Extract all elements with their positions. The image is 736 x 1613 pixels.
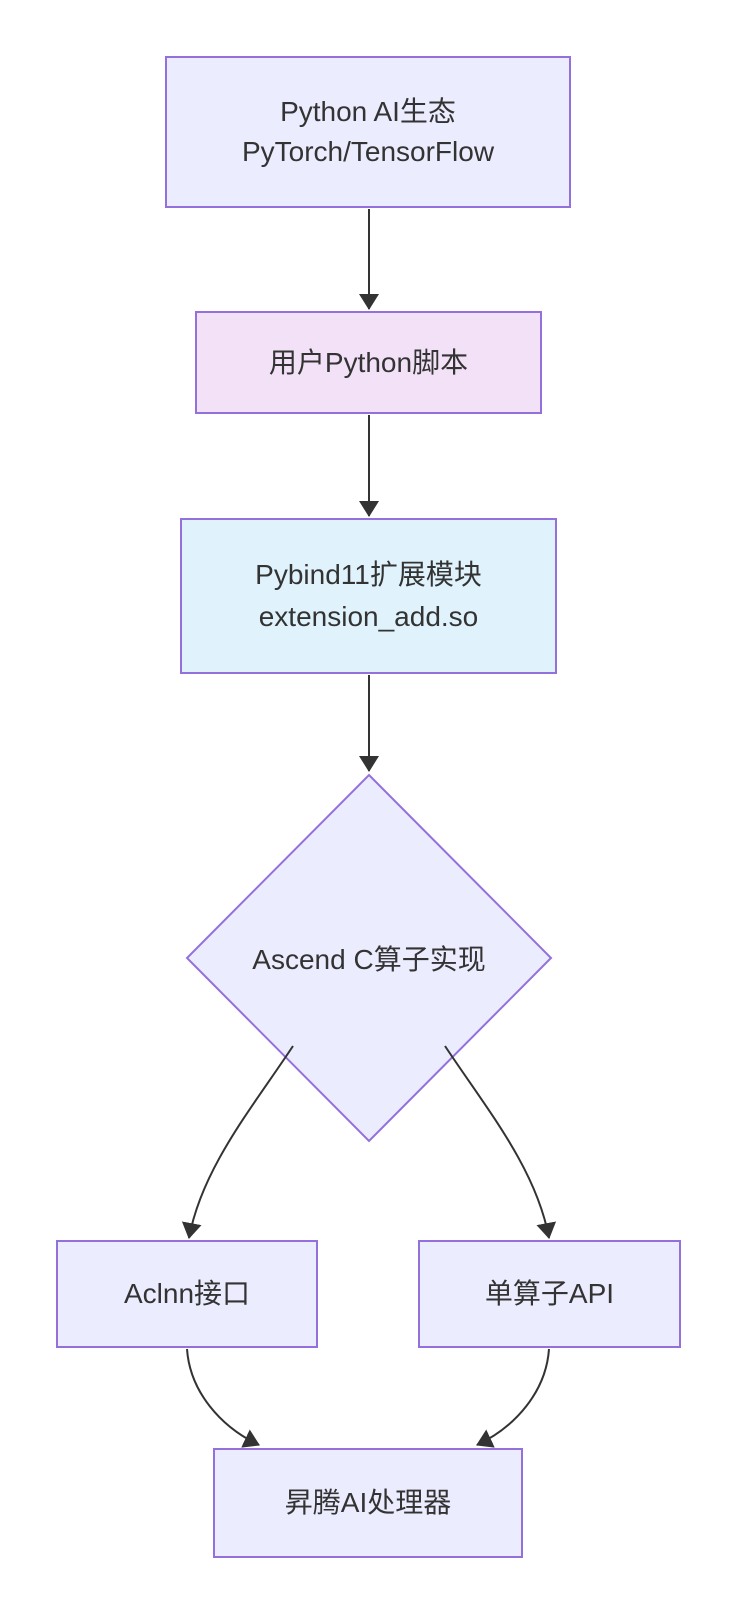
decision-diamond-shape (185, 773, 553, 1143)
node-user-script-label: 用户Python脚本 (268, 346, 469, 378)
node-ascend-processor-label: 昇腾AI处理器 (284, 1487, 452, 1518)
node-aclnn-label: Aclnn接口 (123, 1278, 251, 1309)
edge-singleop-to-processor (476, 1348, 550, 1448)
node-pybind-module: Pybind11扩展模块 extension_add.so (180, 518, 557, 674)
node-python-ecosystem-line1: Python AI生态 (280, 96, 456, 127)
node-ascend-c-label: Ascend C算子实现 (252, 944, 486, 975)
node-user-script: 用户Python脚本 (195, 311, 542, 414)
node-pybind-module-line2: extension_add.so (258, 601, 479, 632)
node-pybind-module-line1: Pybind11扩展模块 (255, 559, 482, 590)
edge-ascendc-to-aclnn (181, 1045, 294, 1239)
node-single-op: 单算子API (418, 1240, 681, 1348)
node-aclnn: Aclnn接口 (56, 1240, 318, 1348)
edge-ascendc-to-singleop (444, 1045, 557, 1239)
node-python-ecosystem-line2: PyTorch/TensorFlow (241, 136, 495, 167)
edge-aclnn-to-processor (186, 1348, 260, 1448)
node-ascend-processor: 昇腾AI处理器 (213, 1448, 523, 1558)
node-python-ecosystem: Python AI生态 PyTorch/TensorFlow (165, 56, 571, 208)
node-single-op-label: 单算子API (484, 1278, 615, 1309)
